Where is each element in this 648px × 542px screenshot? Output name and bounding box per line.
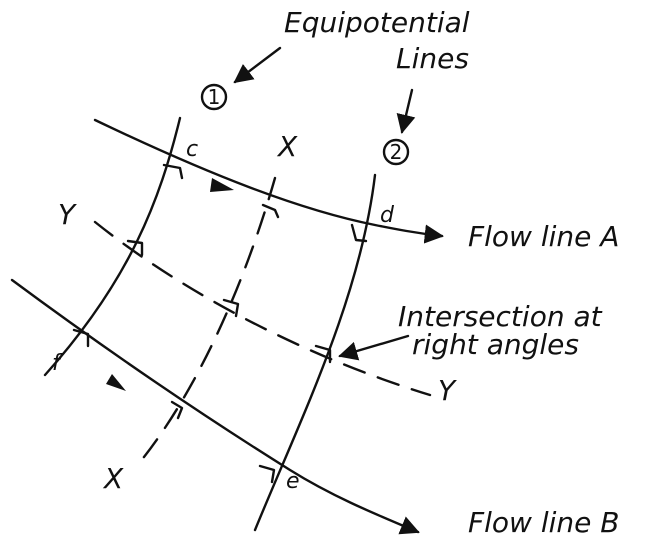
- right-angle-mark-d: [350, 223, 368, 243]
- axis-y-right-label: Y: [438, 374, 457, 407]
- flow-line-a-label: Flow line A: [468, 220, 619, 253]
- right-angle-markers: [72, 163, 368, 484]
- dashed-line-x: [138, 176, 277, 464]
- equipotential-1-marker: [200, 83, 228, 111]
- right-angle-mark-bottom-x: [170, 400, 184, 420]
- right-angle-mark-f: [72, 328, 90, 348]
- equipotential-label-line1: Equipotential: [284, 6, 470, 39]
- dashed-line-y: [93, 220, 432, 397]
- pointer-arrow-intersection: [338, 334, 410, 361]
- point-c-label: c: [186, 137, 198, 162]
- point-e-label: e: [286, 469, 300, 494]
- equipotential-2-marker: [382, 138, 410, 166]
- point-f-label: f: [52, 351, 63, 376]
- axis-x-top-label: X: [276, 130, 298, 163]
- pointer-arrow-equipotential-1: [233, 46, 282, 84]
- axis-y-left-label: Y: [58, 198, 77, 231]
- point-d-label: d: [380, 203, 395, 228]
- flow-b-direction-arrow: [106, 374, 126, 391]
- right-angle-mark-top-x: [261, 203, 280, 219]
- right-angle-mark-c: [162, 163, 184, 180]
- right-angle-mark-right: [314, 344, 332, 364]
- equipotential-line-1: [43, 116, 182, 377]
- axis-x-bottom-label: X: [102, 462, 124, 495]
- flow-line-b: [10, 278, 420, 535]
- equipotential-2-number: 2: [390, 140, 403, 164]
- right-angle-mark-left-y: [126, 239, 144, 257]
- right-angle-mark-center: [222, 298, 240, 318]
- pointer-arrow-equipotential-2: [396, 88, 416, 134]
- intersection-label-line2: right angles: [412, 328, 579, 361]
- right-angle-mark-e: [258, 464, 276, 484]
- intersection-label-line1: Intersection at: [398, 300, 603, 333]
- equipotential-1-number: 1: [208, 85, 221, 109]
- equipotential-label-line2: Lines: [396, 42, 469, 75]
- flow-line-b-label: Flow line B: [468, 506, 619, 539]
- flow-a-direction-arrow: [210, 178, 234, 192]
